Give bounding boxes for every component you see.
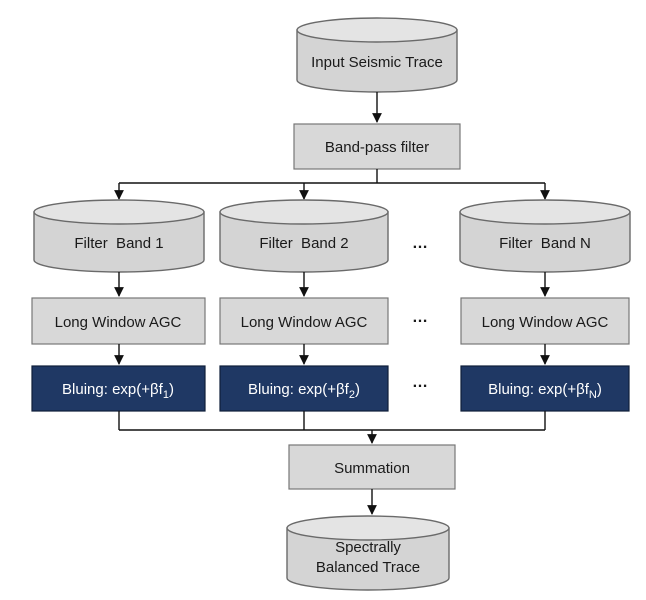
output-label-line1: Spectrally: [335, 539, 401, 556]
ellipsis-filter-row: …: [412, 235, 428, 252]
ellipsis-agc-row: …: [412, 309, 428, 326]
ellipsis-bluing-row: …: [412, 374, 428, 391]
output-label-line2: Balanced Trace: [316, 559, 420, 576]
agc-2-node: Long Window AGC: [219, 297, 389, 345]
filter-band-2-label: Filter Band 2: [259, 235, 348, 252]
agc-1-node: Long Window AGC: [31, 297, 206, 345]
filter-band-1-label: Filter Band 1: [74, 235, 163, 252]
input-label: Input Seismic Trace: [311, 54, 443, 71]
filter-band-n-label: Filter Band N: [499, 235, 591, 252]
summation-label: Summation: [334, 460, 410, 477]
summation-node: Summation: [288, 444, 456, 490]
agc-2-label: Long Window AGC: [241, 314, 368, 331]
filter-band-1-node: Filter Band 1: [33, 199, 205, 273]
agc-n-label: Long Window AGC: [482, 314, 609, 331]
bluing-2-label: Bluing: exp(+βf2): [248, 381, 360, 401]
bluing-1-node: Bluing: exp(+βf1): [31, 365, 206, 412]
filter-band-n-node: Filter Band N: [459, 199, 631, 273]
filter-band-2-node: Filter Band 2: [219, 199, 389, 273]
input-seismic-trace-node: Input Seismic Trace: [296, 17, 458, 93]
bluing-n-label: Bluing: exp(+βfN): [488, 381, 602, 401]
bandpass-filter-node: Band-pass filter: [293, 123, 461, 170]
bluing-1-label: Bluing: exp(+βf1): [62, 381, 174, 401]
bluing-n-node: Bluing: exp(+βfN): [460, 365, 630, 412]
bluing-2-node: Bluing: exp(+βf2): [219, 365, 389, 412]
agc-1-label: Long Window AGC: [55, 314, 182, 331]
spectrally-balanced-trace-node: Spectrally Balanced Trace: [286, 515, 450, 591]
bandpass-label: Band-pass filter: [325, 139, 429, 156]
agc-n-node: Long Window AGC: [460, 297, 630, 345]
